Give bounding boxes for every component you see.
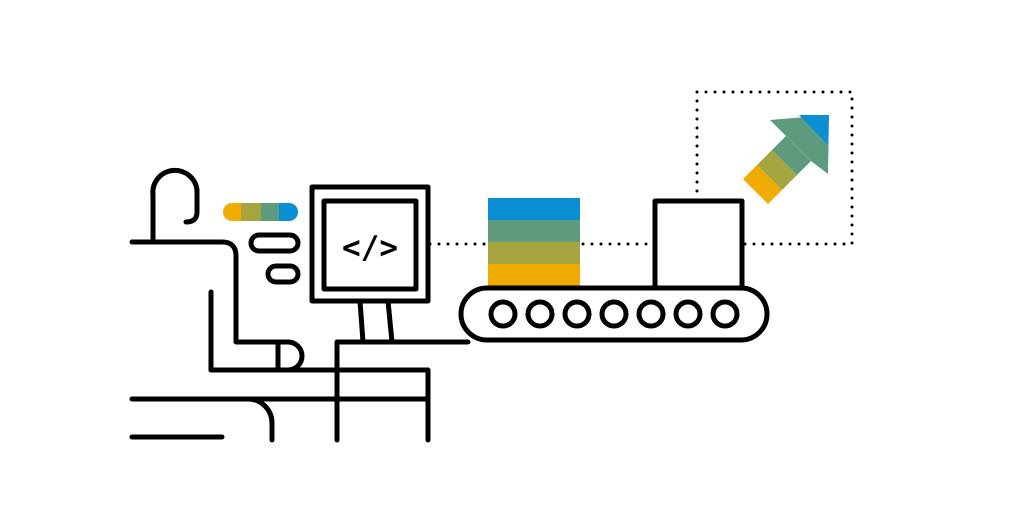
chat-pill: [248, 232, 301, 254]
belt-roller: [673, 299, 703, 329]
block-layer-blue: [488, 198, 580, 220]
chat-pill-segment: [261, 203, 279, 221]
chat-pill-segment: [241, 203, 261, 221]
conveyor-belt: [458, 285, 770, 343]
chat-bubble-icon: [223, 203, 301, 285]
monitor-stand: [357, 298, 395, 345]
belt-roller: [636, 299, 666, 329]
monitor-screen: [321, 198, 419, 292]
arrow-band-yellow: [743, 165, 782, 204]
monitor-frame: [309, 184, 431, 304]
code-icon: </>: [342, 230, 398, 266]
belt-roller: [488, 299, 518, 329]
belt-roller: [599, 299, 629, 329]
conveyor-belt-icon: [458, 285, 770, 343]
dotted-connector: [428, 90, 854, 246]
person-hand: [275, 339, 305, 373]
person-leg-upper: [129, 396, 275, 443]
chat-pill-segment: [279, 203, 298, 221]
stacked-block-icon: [488, 198, 580, 288]
cable: [334, 339, 471, 373]
person-head: [150, 167, 200, 243]
person-torso: [129, 239, 291, 345]
block-layer-olive: [488, 242, 580, 264]
arrow-up-right-icon: [743, 115, 829, 204]
monitor-icon: </>: [309, 184, 431, 345]
belt-roller: [710, 299, 740, 329]
block-layer-teal: [488, 220, 580, 242]
desk: [208, 339, 471, 443]
block-layer-yellow: [488, 264, 580, 288]
arrow-band-teal: [772, 136, 811, 175]
belt-roller: [525, 299, 555, 329]
arrow-band-olive: [757, 150, 797, 190]
belt-roller: [562, 299, 592, 329]
desk-top: [208, 367, 431, 443]
chat-pill: [265, 263, 301, 285]
arrow-head-blue: [799, 115, 829, 145]
package-box-icon: [652, 198, 745, 291]
